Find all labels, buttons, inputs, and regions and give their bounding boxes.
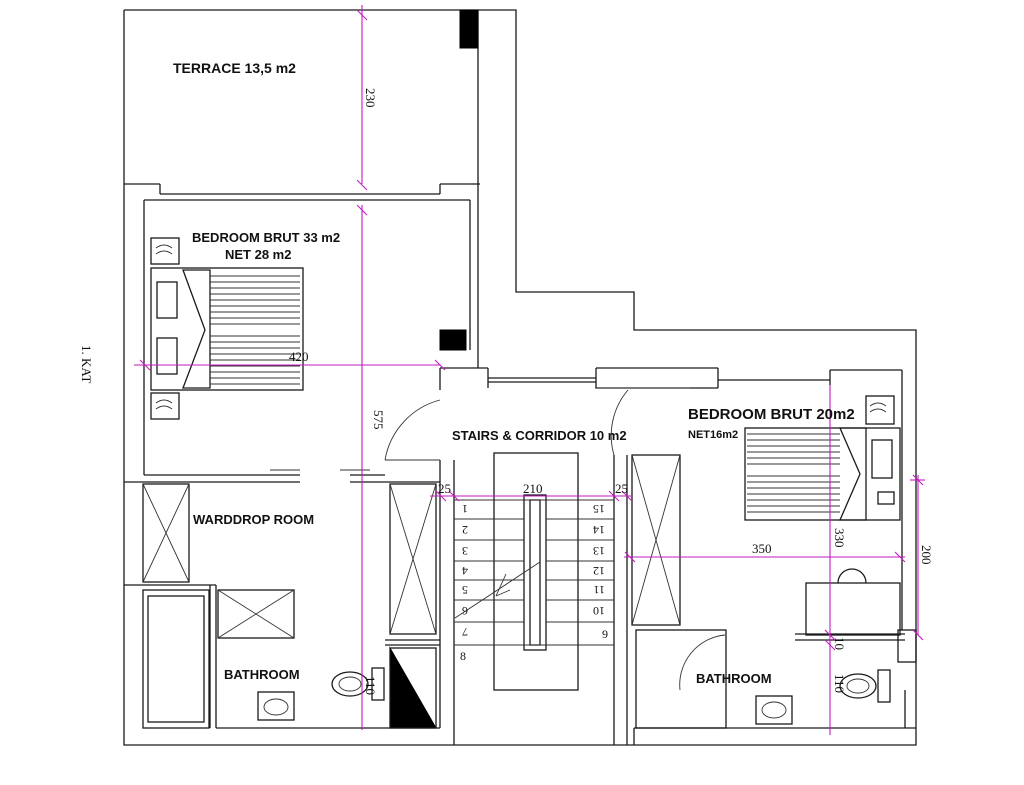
stair-step-number: 7 xyxy=(462,625,468,639)
room-label-bedroom1-net: NET 28 m2 xyxy=(225,247,291,262)
stair-step-number: 15 xyxy=(593,502,605,516)
dim-stair-width: 210 xyxy=(523,481,543,496)
dim-stair-left: 25 xyxy=(438,481,451,496)
dim-bath2-width: 110 xyxy=(832,674,847,693)
dim-bedroom2-width: 350 xyxy=(752,541,772,556)
stair-step-number: 6 xyxy=(462,604,468,618)
dim-bedroom2-depth: 330 xyxy=(832,528,847,548)
stair-step-number: 11 xyxy=(593,583,605,597)
room-label-bedroom1-brut: BEDROOM BRUT 33 m2 xyxy=(192,230,340,245)
room-label-bathroom1: BATHROOM xyxy=(224,667,300,682)
stair-step-number: 14 xyxy=(593,523,605,537)
room-label-bathroom2: BATHROOM xyxy=(696,671,772,686)
stair-step-number: 5 xyxy=(462,583,468,597)
bed-right xyxy=(744,395,901,521)
dim-bath1-width: 110 xyxy=(363,676,378,695)
stair-step-number: 13 xyxy=(593,544,605,558)
stair-step-number: 4 xyxy=(462,564,468,578)
stair-step-number: 8 xyxy=(460,649,466,663)
room-label-terrace: TERRACE 13,5 m2 xyxy=(173,60,296,76)
staircase xyxy=(454,452,614,691)
dim-bedroom1-width: 420 xyxy=(289,349,309,364)
stair-step-number: 9 xyxy=(602,627,608,641)
labels: 1. KAT TERRACE 13,5 m2 BEDROOM BRUT 33 m… xyxy=(79,60,934,695)
dim-bedroom1-depth: 575 xyxy=(371,410,386,430)
stair-step-number: 12 xyxy=(593,564,605,578)
room-label-bedroom2-net: NET16m2 xyxy=(688,429,738,441)
structural-columns xyxy=(439,9,479,351)
doors xyxy=(270,387,726,691)
stair-step-numbers: 1 2 3 4 5 6 7 8 15 14 13 12 11 10 9 xyxy=(460,502,608,663)
stair-step-number: 3 xyxy=(462,544,468,558)
room-label-stairs: STAIRS & CORRIDOR 10 m2 xyxy=(452,428,627,443)
stair-step-number: 2 xyxy=(462,523,468,537)
stair-step-number: 10 xyxy=(593,604,605,618)
sheet-floor-label: 1. KAT xyxy=(79,345,94,383)
dimension-lines xyxy=(134,5,925,735)
dim-wall-thickness: 10 xyxy=(832,637,847,650)
bed-left xyxy=(150,237,304,420)
bathroom-fixtures xyxy=(142,568,901,729)
dim-stair-right: 25 xyxy=(615,481,628,496)
stair-step-number: 1 xyxy=(462,502,468,516)
room-label-bedroom2-brut: BEDROOM BRUT 20m2 xyxy=(688,406,855,423)
room-label-wardrobe: WARDDROP ROOM xyxy=(193,512,314,527)
dim-bath2-height: 200 xyxy=(919,545,934,565)
walls xyxy=(123,9,917,746)
dim-terrace-depth: 230 xyxy=(363,88,378,108)
wardrobes xyxy=(142,454,681,639)
